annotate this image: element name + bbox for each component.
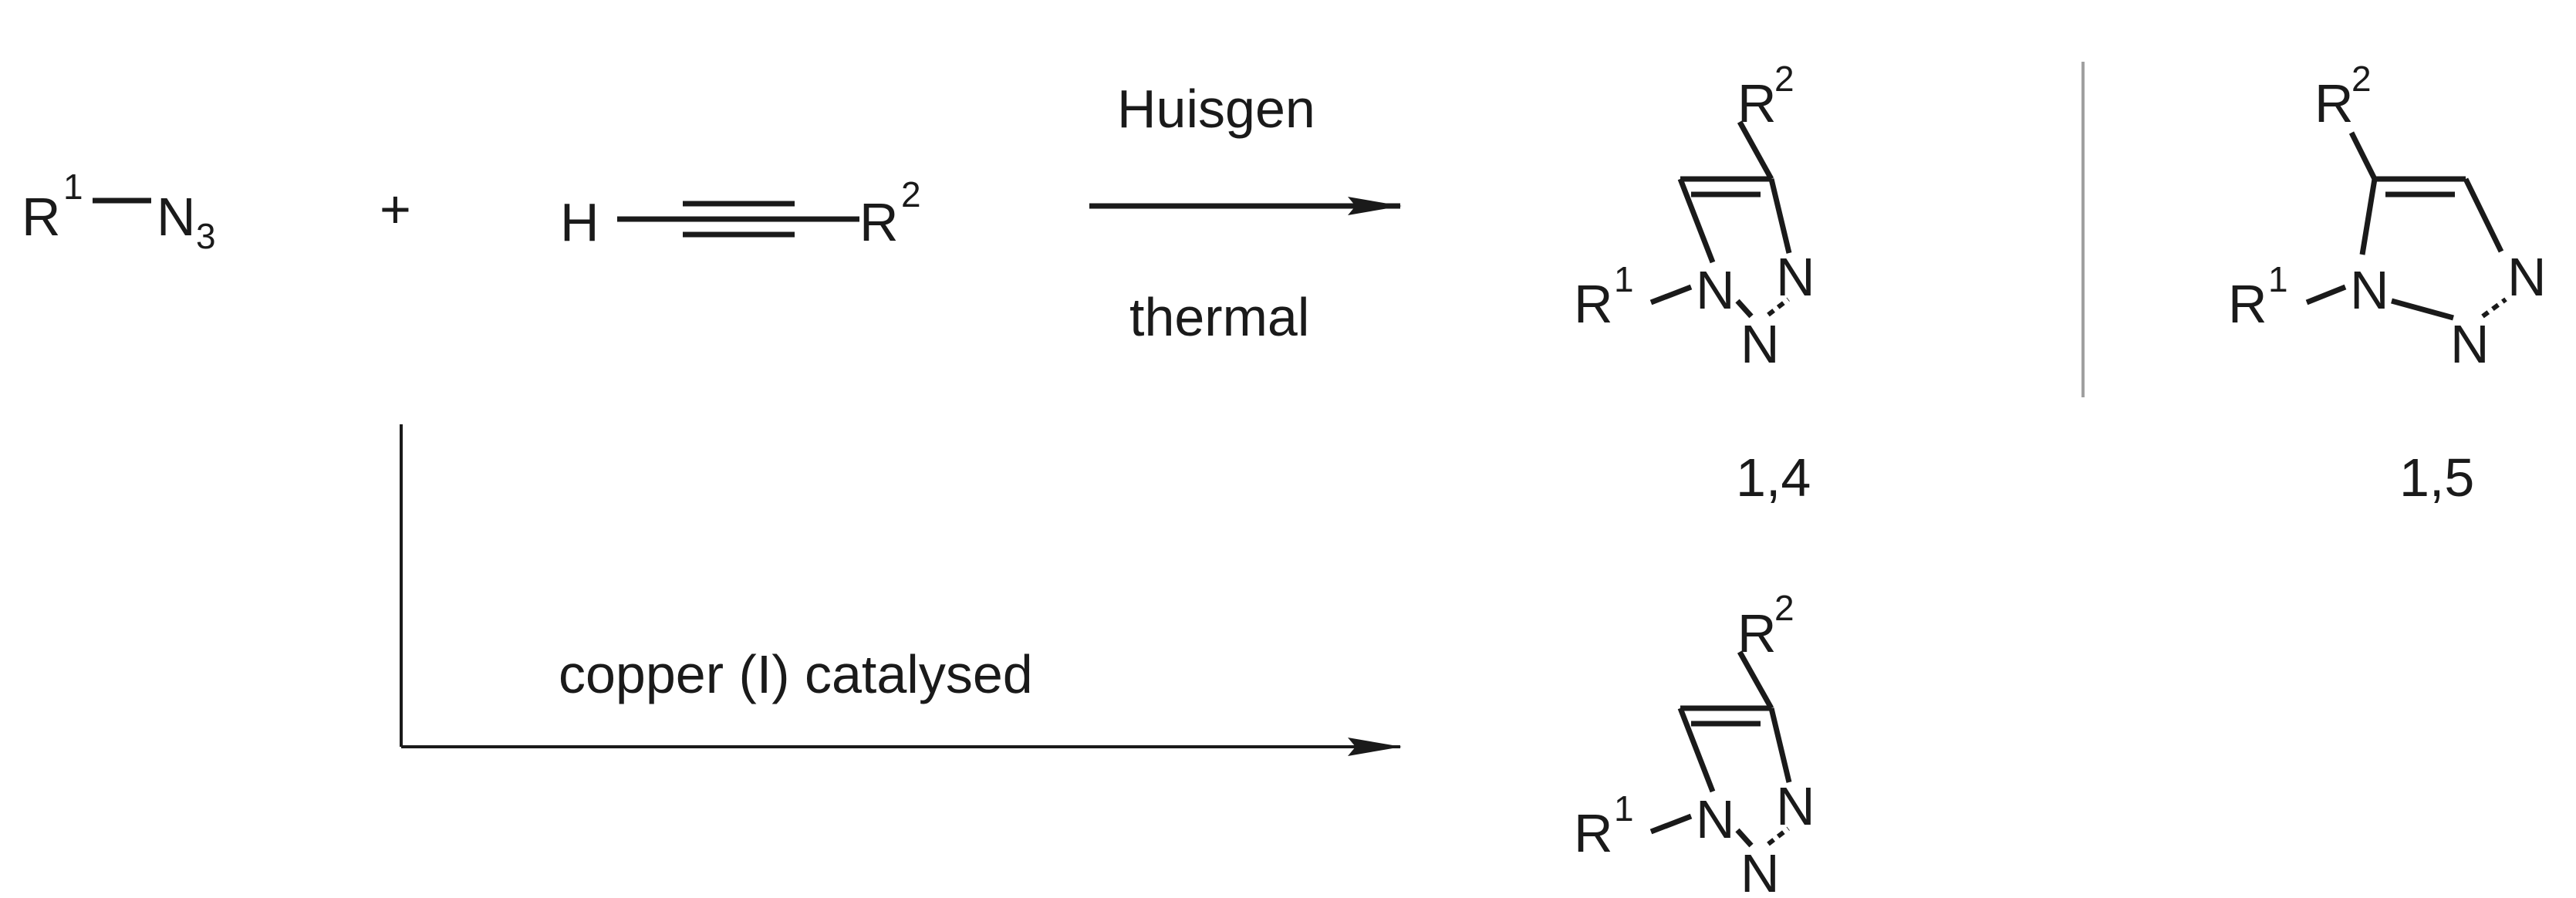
r2-superscript: 2: [2351, 59, 2372, 99]
triazole-14-copper: R 2 N N N R 1: [1574, 588, 1815, 898]
ring-bond: [1677, 177, 1716, 264]
r2-letter: R: [1737, 73, 1777, 133]
copper-arrow-group: copper (I) catalysed: [400, 424, 1402, 756]
n2-atom: N: [2450, 314, 2490, 374]
n1-atom: N: [1696, 260, 1735, 320]
r2-letter: R: [1737, 603, 1777, 663]
thermal-label: thermal: [1129, 287, 1309, 347]
r1-bond: [2305, 284, 2347, 306]
n1-n2-bond: [2391, 298, 2454, 321]
r1-bond: [1649, 813, 1693, 835]
r2-superscript: 2: [1774, 59, 1794, 99]
ring-bond: [1677, 707, 1716, 793]
n3-atom: N: [1776, 247, 1815, 307]
r2-bond: [1737, 120, 1774, 181]
alkyne-reactant: H R 2: [560, 174, 921, 252]
azide-reactant: R 1 N 3: [22, 167, 216, 256]
thermal-arrow-group: Huisgen thermal: [1089, 79, 1402, 347]
n2-n3-bond: [2481, 297, 2507, 319]
n2-atom: N: [1740, 314, 1780, 374]
r2-letter: R: [2314, 73, 2354, 133]
ring-bond: [1768, 178, 1792, 254]
r1-letter: R: [2228, 274, 2267, 334]
azide-r: R: [22, 187, 61, 247]
n1-n2-bond: [1735, 828, 1754, 848]
n2-n3-bond: [1767, 297, 1790, 317]
triazole-14-thermal: R 2 N N N R 1: [1574, 59, 1815, 374]
r1-superscript: 1: [2268, 259, 2288, 299]
r1-letter: R: [1574, 274, 1613, 334]
n1-n2-bond: [1735, 299, 1754, 319]
ring-bond: [2359, 178, 2378, 255]
azide-n: N: [157, 187, 196, 247]
n3-atom: N: [2507, 247, 2547, 307]
r2-bond: [2348, 131, 2378, 181]
ring-bond: [1768, 707, 1792, 783]
alkyne-r-superscript: 2: [901, 174, 921, 214]
copper-label: copper (I) catalysed: [559, 644, 1033, 704]
n1-atom: N: [1696, 789, 1735, 849]
r1-letter: R: [1574, 803, 1613, 863]
ring-bond: [2463, 177, 2504, 253]
r1-bond: [1649, 284, 1693, 306]
plus-sign: +: [380, 179, 411, 239]
r2-superscript: 2: [1774, 588, 1794, 628]
azide-r-superscript: 1: [63, 167, 83, 207]
n2-atom: N: [1740, 843, 1780, 898]
n3-atom: N: [1776, 776, 1815, 836]
azide-n-subscript: 3: [196, 216, 216, 256]
alkyne-h: H: [560, 192, 599, 252]
n1-atom: N: [2350, 260, 2389, 320]
product-15-label: 1,5: [2399, 447, 2474, 508]
r1-superscript: 1: [1614, 259, 1634, 299]
product-14-label: 1,4: [1736, 447, 1811, 508]
n2-n3-bond: [1767, 826, 1790, 846]
huisgen-label: Huisgen: [1117, 79, 1315, 139]
r2-bond: [1737, 650, 1774, 710]
triazole-15-thermal: R 2 N N N R 1: [2228, 59, 2547, 374]
r1-superscript: 1: [1614, 788, 1634, 829]
alkyne-r: R: [859, 192, 899, 252]
